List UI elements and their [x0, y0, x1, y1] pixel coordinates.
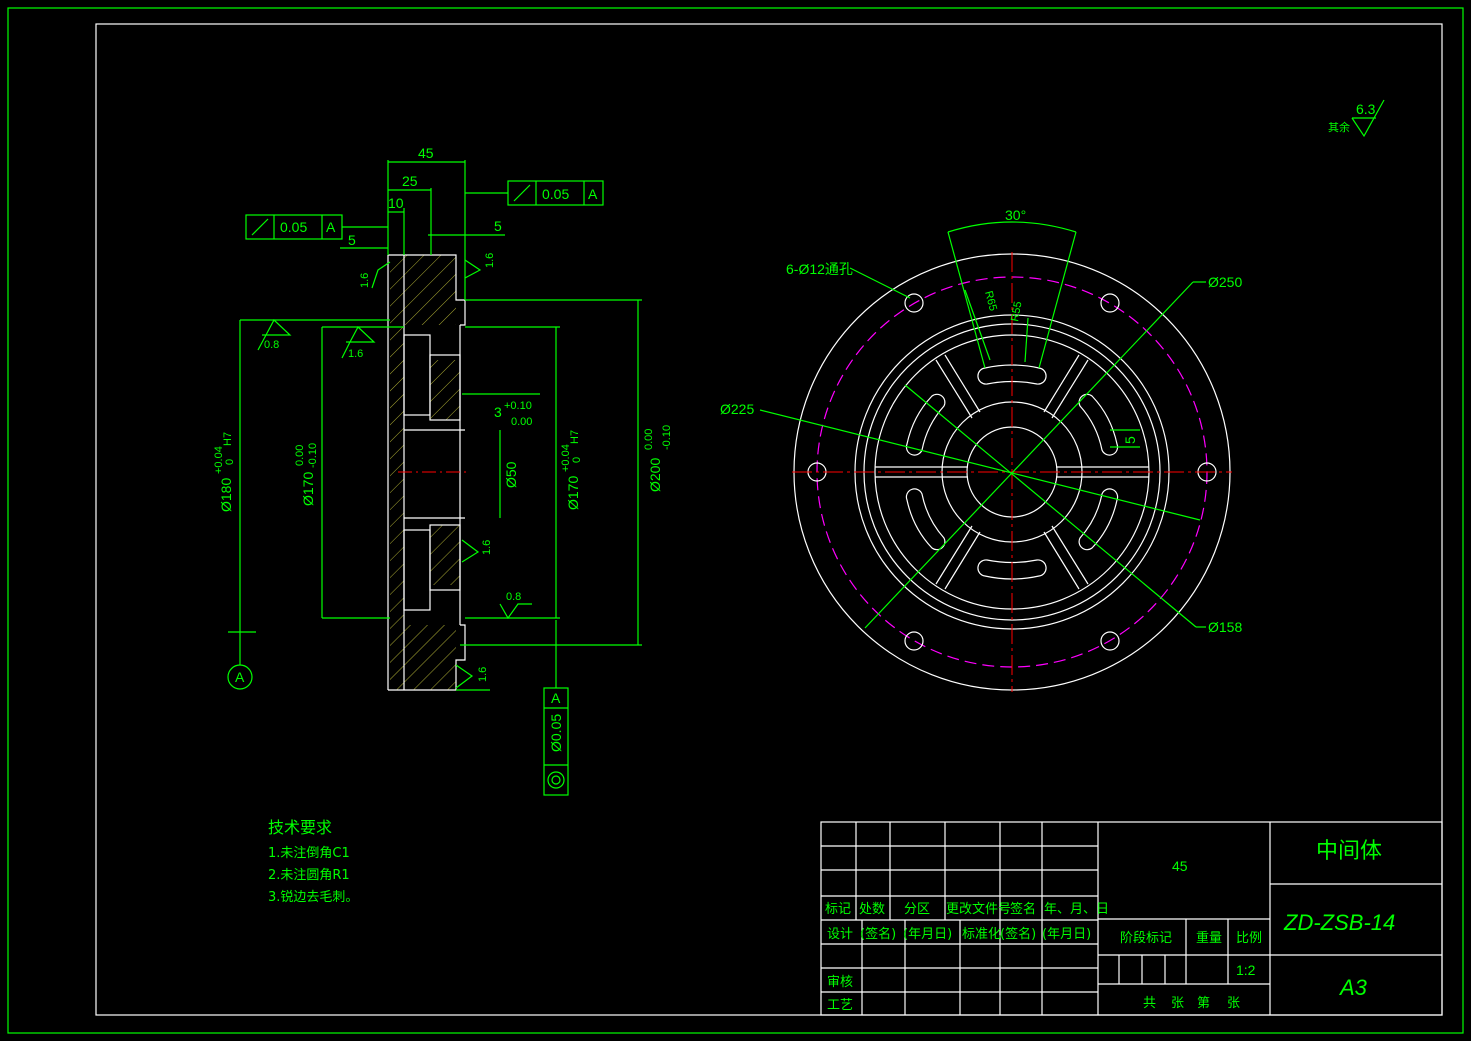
dim-5-right: 5 — [494, 218, 502, 234]
drawing-number: ZD-ZSB-14 — [1283, 910, 1395, 935]
dim-dia-170-right: Ø170 — [565, 476, 581, 510]
dim-angle: 30° — [1005, 207, 1026, 223]
svg-text:更改文件号: 更改文件号 — [946, 902, 1011, 917]
svg-text:1.6: 1.6 — [477, 667, 489, 682]
svg-text:0.00: 0.00 — [643, 429, 655, 450]
svg-text:+0.04: +0.04 — [560, 444, 572, 472]
dim-45: 45 — [418, 145, 434, 161]
roughness-4: 1.6 — [322, 326, 404, 360]
gdt-value-bottom: Ø0.05 — [548, 714, 564, 752]
roughness-3: 0.8 — [240, 319, 390, 351]
dim-r55: R55 — [1009, 301, 1024, 323]
svg-text:0.8: 0.8 — [506, 591, 521, 603]
front-view: 30° 6-Ø12通孔 R65 R55 Ø250 Ø225 Ø158 5 — [720, 207, 1242, 692]
gdt-frame-bottom: Ø0.05 A — [543, 620, 569, 796]
roughness-2: 1.6 — [464, 253, 496, 279]
dim-dia-200: Ø200 — [647, 458, 663, 492]
svg-text:分区: 分区 — [904, 902, 930, 917]
dim-25: 25 — [402, 173, 418, 189]
svg-text:签名: 签名 — [1010, 901, 1036, 917]
dim-dia-170-left: Ø170 — [300, 472, 316, 506]
part-name: 中间体 — [1316, 838, 1382, 863]
gdt-datum-bottom: A — [551, 690, 561, 706]
sheet-size: A3 — [1338, 975, 1368, 1000]
svg-text:(年月日): (年月日) — [903, 927, 952, 942]
svg-text:设计: 设计 — [827, 927, 853, 942]
gdt-value-top-left: 0.05 — [280, 219, 307, 235]
gdt-frame-top-right: 0.05 A — [465, 180, 604, 206]
outer-frame — [7, 7, 1464, 1034]
svg-text:H7: H7 — [569, 430, 581, 444]
dim-r65: R65 — [982, 290, 999, 313]
roughness-1: 1.6 — [359, 261, 391, 289]
svg-text:(签名): (签名) — [860, 926, 896, 942]
svg-text:-0.10: -0.10 — [661, 425, 673, 450]
svg-text:(年月日): (年月日) — [1042, 927, 1091, 942]
gdt-value-top-right: 0.05 — [542, 186, 569, 202]
tech-req-item-2: 2.未注圆角R1 — [268, 868, 350, 883]
finish-note-label: 其余 — [1328, 120, 1350, 134]
dim-depth-3: 3 — [494, 404, 502, 420]
svg-text:+0.10: +0.10 — [504, 400, 532, 412]
gdt-datum-top-left: A — [326, 219, 336, 235]
svg-text:重量: 重量 — [1196, 930, 1222, 946]
dim-5: 5 — [1122, 436, 1138, 444]
svg-text:标准化: 标准化 — [962, 927, 1001, 942]
technical-requirements: 技术要求 1.未注倒角C1 2.未注圆角R1 3.锐边去毛刺。 — [268, 819, 358, 905]
svg-text:阶段标记: 阶段标记 — [1120, 931, 1172, 946]
svg-text:比例: 比例 — [1236, 931, 1262, 946]
tech-req-item-1: 1.未注倒角C1 — [268, 846, 350, 861]
svg-text:+0.04: +0.04 — [213, 446, 225, 474]
dim-dia-180: Ø180 — [218, 478, 234, 512]
svg-text:张: 张 — [1171, 996, 1184, 1011]
svg-text:H7: H7 — [222, 432, 234, 446]
svg-text:1.6: 1.6 — [484, 253, 496, 268]
svg-text:1.6: 1.6 — [359, 273, 371, 288]
svg-text:标记: 标记 — [825, 902, 851, 917]
roughness-5: 1.6 — [461, 539, 493, 563]
dim-dia-50: Ø50 — [503, 461, 519, 488]
gdt-frame-top-left: 0.05 A — [245, 214, 388, 240]
svg-text:0.8: 0.8 — [264, 339, 279, 351]
inner-frame — [95, 23, 1443, 1016]
surface-finish-note: 其余 6.3 — [1328, 99, 1385, 138]
svg-text:共: 共 — [1143, 996, 1156, 1011]
svg-text:0: 0 — [224, 459, 236, 465]
dim-5-left: 5 — [348, 232, 356, 248]
dim-holes: 6-Ø12通孔 — [786, 261, 853, 277]
svg-text:张: 张 — [1227, 996, 1240, 1011]
svg-text:处数: 处数 — [859, 902, 885, 917]
svg-text:0.00: 0.00 — [511, 416, 532, 428]
svg-text:(签名): (签名) — [1000, 926, 1036, 942]
scale: 1:2 — [1236, 962, 1256, 978]
tech-req-title: 技术要求 — [268, 819, 332, 837]
svg-text:0: 0 — [571, 457, 583, 463]
section-view: 45 25 10 5 5 0.05 A 0.05 A — [213, 145, 673, 796]
svg-text:工艺: 工艺 — [827, 998, 853, 1013]
finish-note-value: 6.3 — [1356, 101, 1376, 117]
tech-req-item-3: 3.锐边去毛刺。 — [268, 890, 358, 905]
roughness-7: 1.6 — [455, 664, 490, 691]
svg-text:0.00: 0.00 — [294, 445, 306, 466]
svg-text:第: 第 — [1197, 996, 1210, 1011]
roughness-6: 0.8 — [499, 591, 532, 620]
dim-10: 10 — [388, 195, 404, 211]
svg-text:1.6: 1.6 — [481, 540, 493, 555]
material: 45 — [1172, 858, 1188, 874]
svg-text:审核: 审核 — [827, 975, 853, 990]
svg-text:1.6: 1.6 — [348, 348, 363, 360]
datum-a: A — [235, 669, 245, 685]
svg-text:-0.10: -0.10 — [307, 443, 319, 468]
dim-d158: Ø158 — [1208, 619, 1242, 635]
dim-d225: Ø225 — [720, 401, 754, 417]
gdt-datum-top-right: A — [588, 186, 598, 202]
svg-text:年、月、日: 年、月、日 — [1044, 902, 1109, 917]
title-block: 标记 处数 分区 更改文件号 签名 年、月、日 设计 (签名) (年月日) 标准… — [820, 821, 1443, 1016]
dim-d250: Ø250 — [1208, 274, 1242, 290]
